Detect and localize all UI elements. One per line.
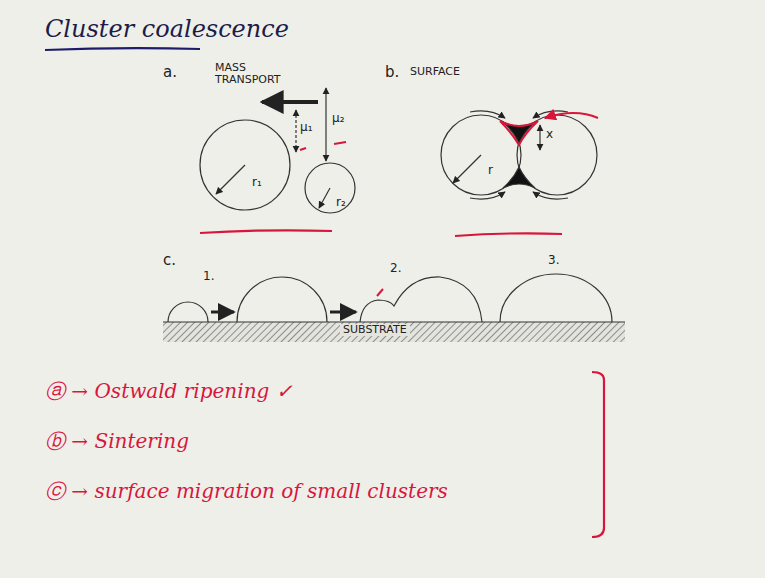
figure-a [200, 88, 355, 213]
figure-letter: c. [163, 252, 176, 269]
stage-number: 2. [390, 262, 401, 275]
figure-letter: b. [385, 64, 399, 81]
red-underline [200, 230, 332, 233]
note: ⓐ → Ostwald ripening ✓ [45, 380, 293, 402]
neck-label: x [546, 128, 553, 141]
note: ⓒ → surface migration of small clusters [45, 480, 448, 502]
page-title: Cluster coalescence [45, 16, 289, 42]
note: ⓑ → Sintering [45, 430, 189, 452]
title-underline [45, 48, 200, 50]
radius-label: r₂ [336, 196, 346, 209]
stage-number: 1. [203, 270, 214, 283]
process-label: SURFACE [410, 66, 460, 78]
potential-label: μ₂ [332, 112, 344, 125]
radius-label: r₁ [252, 176, 262, 189]
stage-number: 3. [548, 254, 559, 267]
figure-b [441, 111, 597, 199]
process-label: MASS TRANSPORT [215, 62, 310, 86]
figure-letter: a. [163, 64, 177, 81]
radius-label: r [488, 164, 493, 177]
potential-label: μ₁ [300, 121, 312, 134]
figure-c [163, 274, 625, 342]
substrate-label: SUBSTRATE [340, 324, 410, 336]
bracket [592, 372, 604, 537]
red-underline [455, 233, 562, 236]
